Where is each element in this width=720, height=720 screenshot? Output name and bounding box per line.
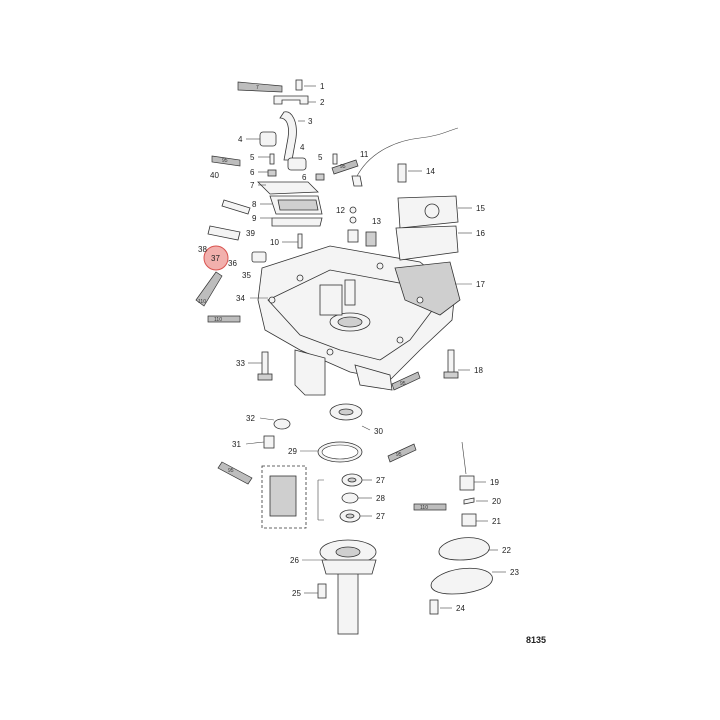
- callout-23: 23: [510, 568, 519, 577]
- callout-10: 10: [270, 238, 279, 247]
- callout-40: 40: [210, 171, 219, 180]
- callout-17: 17: [476, 280, 485, 289]
- callout-8: 8: [252, 200, 257, 209]
- callout-6: 6: [250, 168, 255, 177]
- callout-31: 31: [232, 440, 241, 449]
- callout-15: 15: [476, 204, 485, 213]
- callout-26: 26: [290, 556, 299, 565]
- callout-32: 32: [246, 414, 255, 423]
- callout-27: 27: [376, 512, 385, 521]
- leader-lines: [245, 85, 506, 609]
- upper-components: 7 95 95: [195, 79, 459, 323]
- callout-4: 4: [300, 143, 305, 152]
- callout-39: 39: [246, 229, 255, 238]
- callout-11: 11: [360, 150, 369, 159]
- callout-35: 35: [242, 271, 251, 280]
- callout-14: 14: [426, 167, 435, 176]
- callout-16: 16: [476, 229, 485, 238]
- figure-number: 8135: [526, 635, 546, 645]
- callout-22: 22: [502, 546, 511, 555]
- callout-1: 1: [320, 82, 325, 91]
- tube-label: 95: [222, 158, 228, 164]
- callout-5: 5: [318, 153, 323, 162]
- callout-19: 19: [490, 478, 499, 487]
- tube-label: 95: [396, 452, 402, 458]
- tube-label: 95: [340, 164, 346, 170]
- callout-38: 38: [198, 245, 207, 254]
- tube-label: 110: [198, 299, 206, 305]
- callout-9: 9: [252, 214, 257, 223]
- callout-25: 25: [292, 589, 301, 598]
- callout-37: 37: [211, 254, 220, 263]
- callout-4: 4: [238, 135, 243, 144]
- callout-7: 7: [250, 181, 255, 190]
- callout-27: 27: [376, 476, 385, 485]
- callout-24: 24: [456, 604, 465, 613]
- callout-33: 33: [236, 359, 245, 368]
- callout-3: 3: [308, 117, 313, 126]
- tube-label: 7: [256, 85, 259, 91]
- callout-13: 13: [372, 217, 381, 226]
- callout-21: 21: [492, 517, 501, 526]
- adapter-plate-housing: [257, 245, 461, 396]
- callout-6: 6: [302, 173, 307, 182]
- tube-label: 95: [228, 468, 234, 474]
- callout-2: 2: [320, 98, 325, 107]
- tube-label: 110: [420, 505, 428, 511]
- lower-components: 95 95 95: [217, 349, 493, 635]
- callout-18: 18: [474, 366, 483, 375]
- callout-12: 12: [336, 206, 345, 215]
- callout-29: 29: [288, 447, 297, 456]
- callout-30: 30: [374, 427, 383, 436]
- callout-34: 34: [236, 294, 245, 303]
- tube-label: 95: [400, 381, 406, 387]
- callout-labels: 1 2 3 4 4 5 5 6 6 7 8 9 10 11 12 13 14 1…: [198, 82, 519, 613]
- callout-28: 28: [376, 494, 385, 503]
- callout-5: 5: [250, 153, 255, 162]
- tube-label: 110: [214, 317, 222, 323]
- highlight-marker: [203, 245, 229, 271]
- callout-36: 36: [228, 259, 237, 268]
- callout-20: 20: [492, 497, 501, 506]
